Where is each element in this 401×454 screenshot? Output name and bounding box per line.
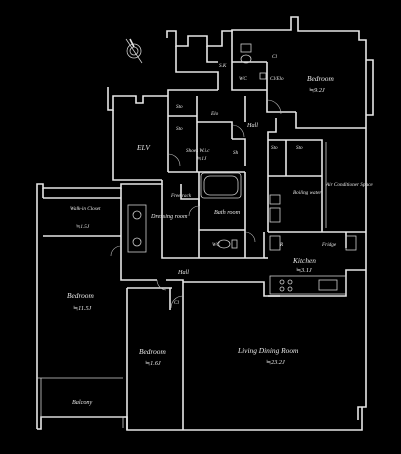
doors	[110, 99, 282, 309]
fixtures	[127, 43, 357, 295]
room-labels: Bedroom ≒9.2J Cl Cl/Elo S.K WC Sto Sto E…	[67, 54, 373, 406]
label-bedroom-w-area: ≒11.5J	[73, 305, 92, 312]
label-ac-space: Air Conditioner Space	[325, 182, 373, 188]
label-sk: S.K	[219, 63, 227, 69]
label-fridge: Fridge	[321, 242, 337, 248]
label-wc-top: WC	[239, 76, 247, 82]
interior-walls	[42, 31, 366, 430]
label-living-area: ≒23.2J	[266, 359, 285, 366]
label-bedroom-ne-area: ≒9.2J	[309, 87, 325, 94]
label-sto-2: Sto	[176, 126, 183, 132]
label-shoes-wic: Shoes W.i.c	[186, 148, 210, 154]
label-sh: Sh	[233, 150, 239, 156]
label-bedroom-w: Bedroom	[67, 291, 94, 300]
label-elo: Elo	[210, 111, 219, 117]
label-hall-n: Hall	[246, 122, 258, 129]
label-wc-mid: WC	[212, 242, 220, 248]
label-boiling-water: Boiling water	[293, 190, 322, 196]
label-walkin-area: ≒1.5J	[76, 224, 90, 230]
label-bedroom-s: Bedroom	[139, 347, 166, 356]
label-walkin-closet: Walk-in Closet	[70, 206, 101, 212]
label-living: Living Dining Room	[237, 346, 299, 355]
label-dressing: Dressing room	[150, 213, 188, 220]
label-sto-r2: Sto	[296, 145, 303, 151]
label-elv: ELV	[136, 143, 151, 152]
label-free-rack: Free rack	[170, 193, 192, 199]
label-kitchen-area: ≒3.1J	[296, 267, 312, 274]
label-balcony: Balcony	[72, 399, 93, 406]
label-r: R	[279, 242, 284, 248]
label-hall-s: Hall	[177, 269, 189, 276]
label-bedroom-ne: Bedroom	[307, 74, 334, 83]
label-kitchen: Kitchen	[292, 256, 316, 265]
label-cl-s: Cl	[174, 300, 179, 306]
compass-icon	[125, 38, 143, 64]
label-cl-elo: Cl/Elo	[270, 76, 284, 82]
label-sto-1: Sto	[176, 104, 183, 110]
label-cl-top: Cl	[272, 54, 277, 60]
label-sto-r1: Sto	[271, 145, 278, 151]
label-bath: Bath room	[214, 209, 241, 216]
label-bedroom-s-area: ≒1.6J	[145, 360, 161, 367]
label-shoes-wic-area: ≒1J	[197, 156, 207, 162]
